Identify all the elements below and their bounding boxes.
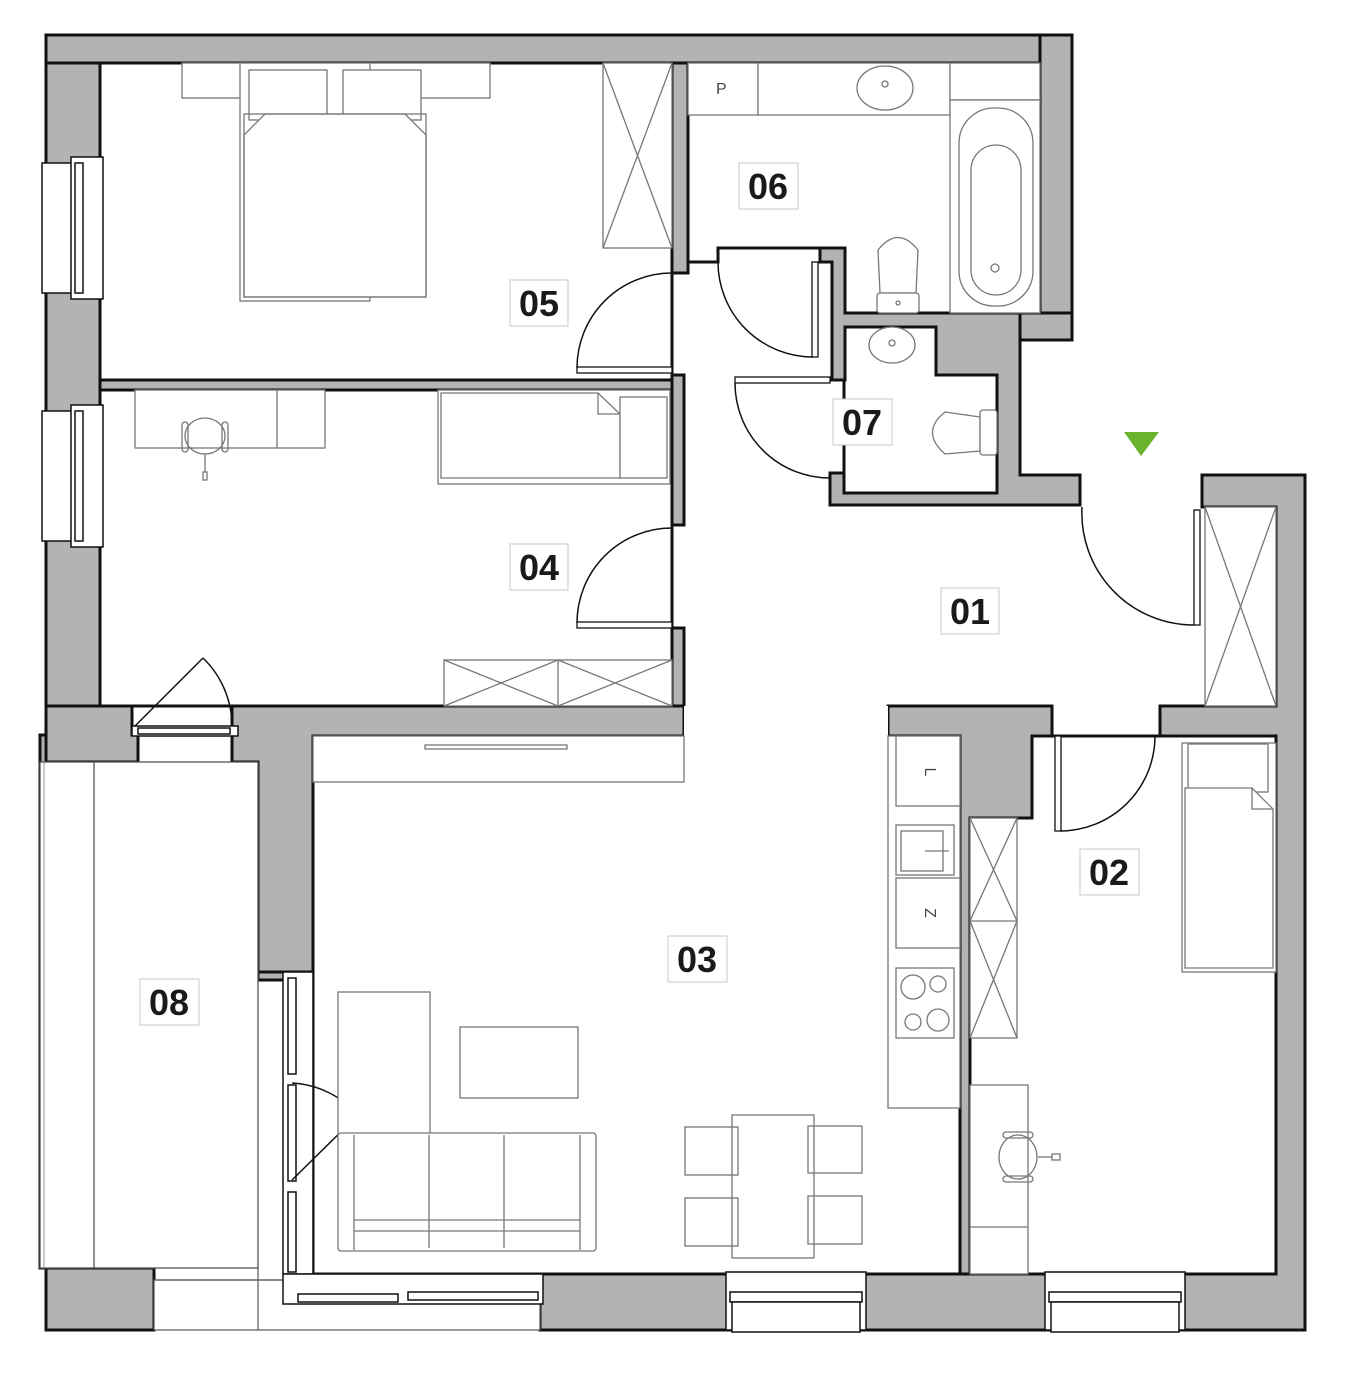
coffee-table [459, 1026, 579, 1099]
room-label-08: 08 [139, 978, 200, 1026]
door-07 [734, 376, 831, 479]
sofa [337, 1132, 597, 1252]
window-03-bottom-right [725, 1271, 867, 1333]
wc-fixtures [868, 326, 998, 456]
room-label-06: 06 [738, 162, 799, 210]
kitchen-units [887, 735, 961, 1109]
svg-text:06: 06 [748, 166, 788, 207]
window-04 [41, 404, 104, 548]
room-label-07: 07 [832, 398, 893, 446]
bath-corner-wall [1018, 311, 1074, 342]
entrance-door [1081, 506, 1201, 626]
fixture-labels: P L Z [716, 81, 938, 918]
office-chair-04 [181, 417, 229, 481]
doors [134, 261, 1201, 1181]
tv-shelf [312, 735, 685, 783]
wc-toilet-icon [931, 411, 981, 455]
freezer-unit [895, 877, 961, 949]
bathroom-fixtures [687, 62, 1041, 314]
room-label-05: 05 [509, 279, 569, 327]
rug [337, 991, 431, 1143]
room-label-02: 02 [1079, 848, 1140, 896]
window-04-balcony-door [131, 725, 239, 737]
room-label-01: 01 [940, 587, 1000, 635]
bottom-left-wall-block [44, 1266, 156, 1332]
room-label-04: 04 [509, 543, 569, 591]
toilet-icon [877, 236, 919, 294]
dining-table [731, 1114, 815, 1259]
fridge-label: L [921, 768, 938, 777]
door-04-balcony [134, 657, 233, 727]
windows [41, 156, 1186, 1333]
svg-text:03: 03 [677, 939, 717, 980]
living-furniture [337, 991, 597, 1252]
wall-04-hall-upper [670, 373, 686, 527]
svg-text:05: 05 [519, 283, 559, 324]
sink-icon [856, 65, 914, 111]
window-05 [41, 156, 104, 300]
window-02-bottom [1044, 1271, 1186, 1333]
wall-04-balcony-left [44, 704, 140, 764]
entrance-marker-icon [1124, 432, 1159, 456]
freezer-label: Z [921, 908, 938, 918]
dining-set [684, 1114, 863, 1259]
svg-text:01: 01 [950, 591, 990, 632]
bed-double [181, 62, 491, 302]
office-chair-02 [998, 1131, 1061, 1183]
svg-text:04: 04 [519, 547, 559, 588]
svg-text:02: 02 [1089, 852, 1129, 893]
left-exterior-wall [44, 33, 102, 737]
desk-04 [134, 389, 326, 449]
svg-text:07: 07 [842, 402, 882, 443]
door-06 [717, 261, 819, 358]
top-exterior-wall [44, 33, 1074, 65]
svg-text:08: 08 [149, 982, 189, 1023]
fridge-unit [895, 735, 961, 807]
window-03-bottom-left [282, 1273, 544, 1305]
window-03-balcony-door [282, 971, 314, 1275]
door-05 [576, 272, 673, 374]
door-04 [576, 527, 673, 629]
furniture [134, 62, 1277, 1275]
wardrobe-05 [602, 62, 673, 249]
room-label-03: 03 [667, 935, 728, 983]
wc-sink-icon [868, 326, 916, 364]
door-02 [1054, 735, 1156, 832]
wardrobe-04 [443, 659, 673, 707]
wall-05-06 [670, 61, 690, 275]
wardrobe-02 [969, 817, 1018, 1039]
bed-single-04 [437, 389, 671, 485]
room-labels: 05 06 07 04 01 02 03 08 [139, 162, 1140, 1026]
wardrobe-hall [1204, 506, 1277, 707]
washer-label: P [716, 81, 727, 98]
bath-right-wall [1038, 33, 1074, 342]
bed-single-02 [1181, 742, 1277, 973]
